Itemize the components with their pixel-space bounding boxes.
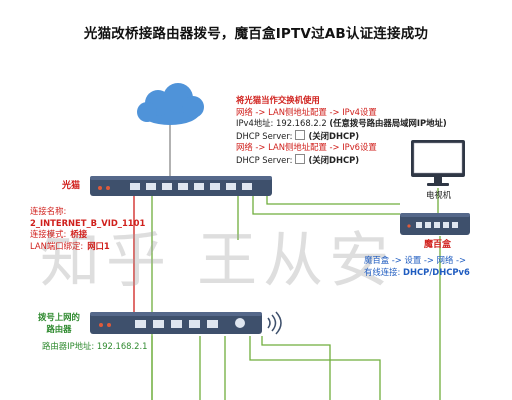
router-lan-line-5 <box>261 336 331 400</box>
connection-name-value: 2_INTERNET_B_VID_1101 <box>30 217 146 228</box>
iptv-box-label: 魔百盒 <box>424 240 452 250</box>
dhcp-checkbox-1[interactable] <box>295 129 306 140</box>
iptv-settings: 魔百盒 -> 设置 -> 网络 -> 有线连接: DHCP/DHCPv6 <box>364 255 470 278</box>
dhcp-label-1: DHCP Server: <box>236 130 293 141</box>
iptv-wired-label: 有线连接: <box>364 266 401 277</box>
tv-label: 电视机 <box>426 190 452 200</box>
router-device <box>90 312 262 334</box>
router-label-line2: 路由器 <box>46 323 72 334</box>
iptv-box-device <box>400 213 470 235</box>
modem-label: 光猫 <box>62 181 81 191</box>
connection-mode-value: 桥接 <box>70 229 88 239</box>
dhcp-label-2: DHCP Server: <box>236 154 293 165</box>
tv-monitor-icon <box>411 140 465 186</box>
dhcp-note-2: (关闭DHCP) <box>308 154 360 165</box>
modem-settings-header: 将光猫当作交换机使用 <box>236 95 320 105</box>
modem-to-iptv-line <box>252 195 400 215</box>
lan-port-label: LAN端口绑定: <box>30 240 84 251</box>
page-title: 光猫改桥接路由器拨号，魔百盒IPTV过AB认证连接成功 <box>83 26 429 42</box>
lan-port-value: 网口1 <box>87 240 110 251</box>
ipv4-address-row: IPv4地址: 192.168.2.2 (任意拨号路由器局域网IP地址) <box>236 118 447 130</box>
ipv4-address-label: IPv4地址: 192.168.2.2 <box>236 118 327 128</box>
dhcp-note-1: (关闭DHCP) <box>308 130 360 141</box>
wifi-icon <box>267 311 282 335</box>
iptv-settings-path: 魔百盒 -> 设置 -> 网络 -> <box>364 255 467 265</box>
connection-info: 连接名称: 2_INTERNET_B_VID_1101 连接模式:桥接 LAN端… <box>30 206 145 252</box>
router-label-line1: 拨号上网的 <box>38 312 80 322</box>
dhcp-checkbox-2[interactable] <box>295 153 306 164</box>
ipv4-address-note: (任意拨号路由器局域网IP地址) <box>329 118 447 128</box>
cloud-icon <box>137 83 204 125</box>
connection-name-label: 连接名称: <box>30 206 67 216</box>
ipv6-path: 网络 -> LAN侧地址配置 -> IPv6设置 <box>236 142 377 152</box>
modem-lan-line-3 <box>266 195 400 205</box>
iptv-wired-value: DHCP/DHCPv6 <box>403 266 470 277</box>
connection-mode-label: 连接模式: <box>30 229 67 239</box>
router-label: 拨号上网的 路由器 <box>38 312 80 335</box>
router-lan-line-4 <box>249 336 381 400</box>
modem-device <box>90 176 272 196</box>
watermark: 知乎 王从安 <box>40 226 396 296</box>
dhcp-row-1: DHCP Server: (关闭DHCP) <box>236 129 447 143</box>
ipv4-path: 网络 -> LAN侧地址配置 -> IPv4设置 <box>236 106 377 117</box>
modem-settings: 将光猫当作交换机使用 网络 -> LAN侧地址配置 -> IPv4设置 IPv4… <box>236 95 447 166</box>
router-ip: 路由器IP地址: 192.168.2.1 <box>42 341 148 351</box>
dhcp-row-2: DHCP Server: (关闭DHCP) <box>236 153 447 167</box>
